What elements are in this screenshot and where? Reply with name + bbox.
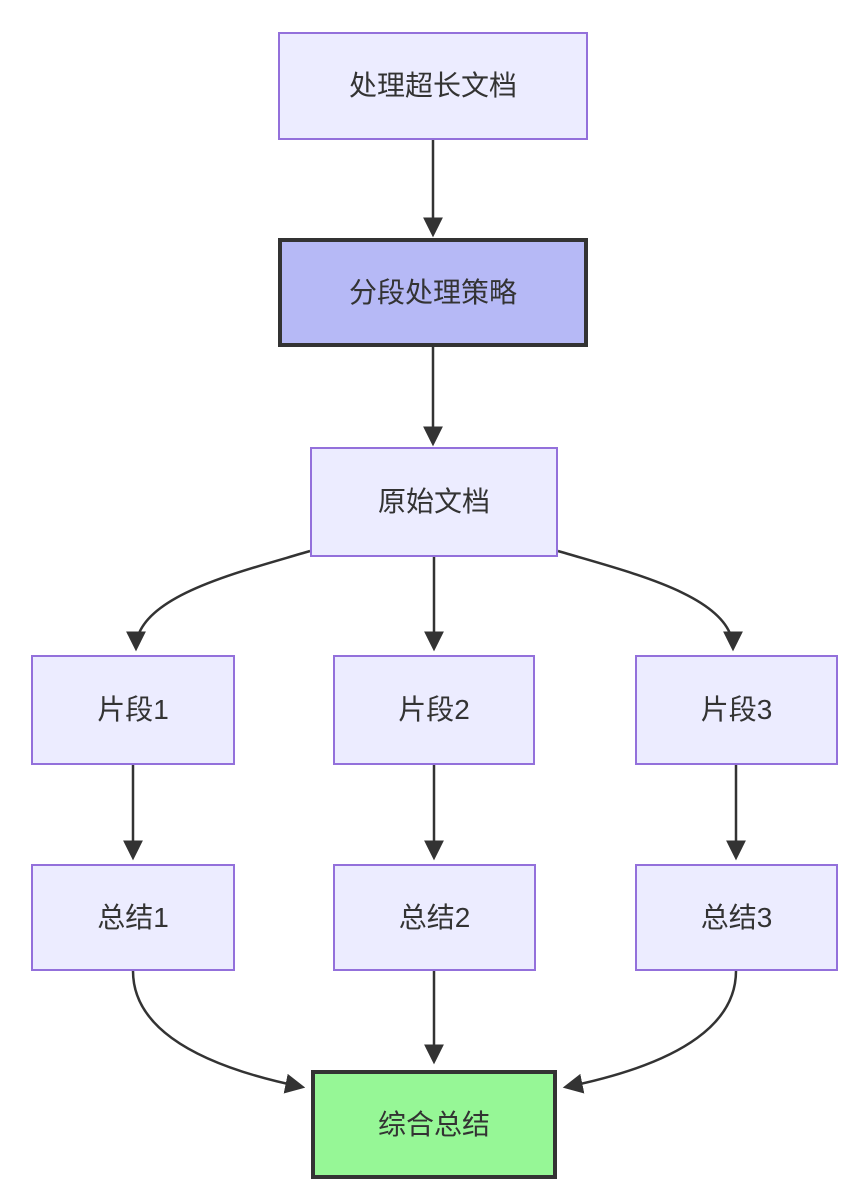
edge-e3-f: [562, 970, 738, 1094]
node-segment-strategy: 分段处理策略: [278, 238, 588, 347]
node-summary-3: 总结3: [635, 864, 838, 971]
node-label: 片段1: [97, 694, 169, 726]
node-fragment-1: 片段1: [31, 655, 235, 765]
node-label: 总结1: [97, 901, 169, 933]
node-original-doc: 原始文档: [310, 447, 558, 557]
edge-c-d3: [557, 549, 743, 652]
node-label: 片段3: [700, 694, 773, 726]
node-final-summary: 综合总结: [311, 1070, 557, 1179]
node-label: 片段2: [398, 694, 470, 726]
edge-c-d1: [126, 549, 311, 652]
node-label: 原始文档: [377, 486, 490, 518]
node-label: 综合总结: [377, 1108, 490, 1140]
node-summary-2: 总结2: [333, 864, 536, 971]
edge-e1-f: [131, 970, 306, 1094]
node-process-long-doc: 处理超长文档: [278, 32, 588, 140]
node-fragment-2: 片段2: [333, 655, 535, 765]
node-label: 总结2: [398, 901, 471, 933]
node-summary-1: 总结1: [31, 864, 235, 971]
node-label: 总结3: [700, 901, 773, 933]
node-fragment-3: 片段3: [635, 655, 838, 765]
node-label: 分段处理策略: [348, 276, 517, 308]
node-label: 处理超长文档: [348, 70, 517, 102]
